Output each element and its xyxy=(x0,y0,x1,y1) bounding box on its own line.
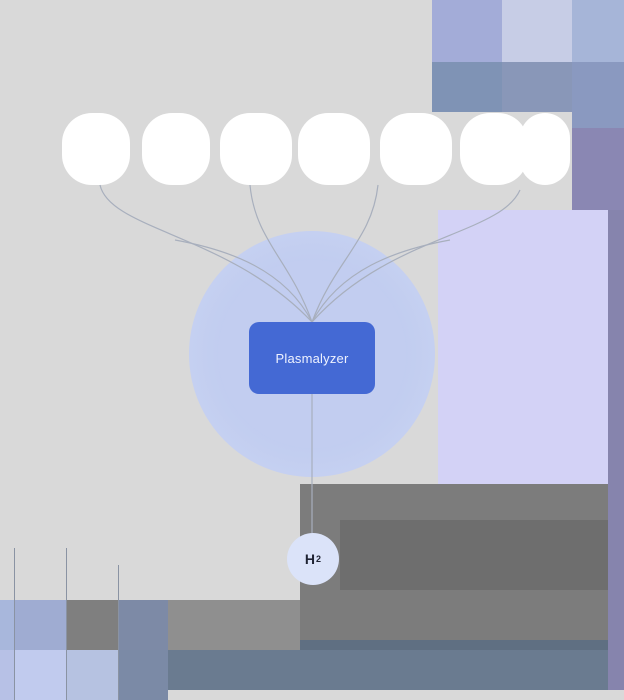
hub-label: Plasmalyzer xyxy=(275,350,349,366)
input-node-1 xyxy=(62,113,130,185)
input-node-7 xyxy=(520,113,570,185)
connector-6 xyxy=(311,239,451,323)
input-node-6 xyxy=(460,113,528,185)
connector-1 xyxy=(99,184,313,323)
hub-node: Plasmalyzer xyxy=(249,322,375,394)
connector-5 xyxy=(174,239,313,323)
connector-4 xyxy=(311,189,521,323)
input-node-4 xyxy=(298,113,370,185)
output-subscript: 2 xyxy=(316,554,322,564)
input-node-2 xyxy=(142,113,210,185)
connector-2 xyxy=(249,184,313,323)
input-node-3 xyxy=(220,113,292,185)
connector-3 xyxy=(311,184,379,323)
input-node-5 xyxy=(380,113,452,185)
output-label: H xyxy=(304,551,316,567)
